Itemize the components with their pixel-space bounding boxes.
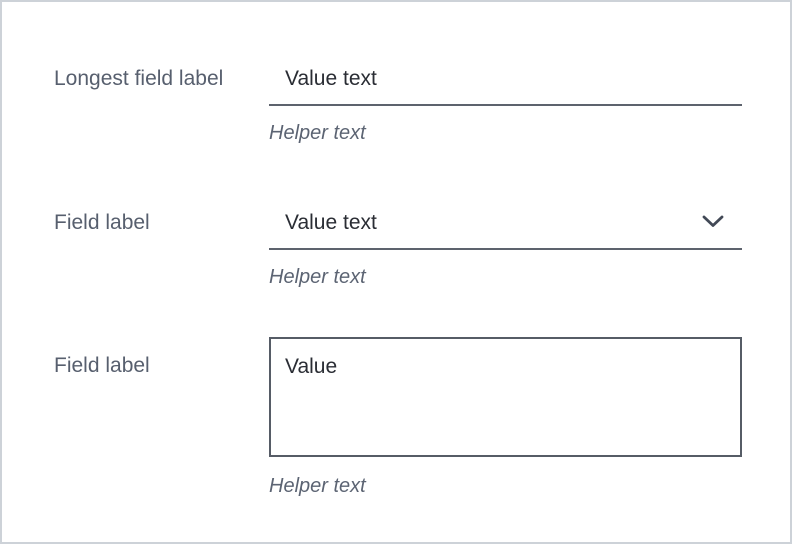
chevron-down-icon <box>702 215 724 227</box>
select-input[interactable]: Value text <box>269 209 742 250</box>
helper-text: Helper text <box>269 266 366 288</box>
field-label: Longest field label <box>54 67 224 90</box>
text-input-value: Value text <box>285 67 377 90</box>
helper-text: Helper text <box>269 475 366 497</box>
textarea-input[interactable]: Value <box>269 337 742 457</box>
text-input[interactable]: Value text <box>269 65 742 106</box>
field-control: Value text Helper text <box>269 65 742 146</box>
select-value: Value text <box>285 211 377 234</box>
textarea-value: Value <box>285 355 338 378</box>
field-label: Field label <box>54 354 150 377</box>
helper-text: Helper text <box>269 122 366 144</box>
form-field-row-textarea: Field label Value Helper text <box>54 337 742 499</box>
field-control: Value text Helper text <box>269 209 742 290</box>
field-control: Value Helper text <box>269 337 742 499</box>
field-label: Field label <box>54 211 150 234</box>
form-field-row-select: Field label Value text Helper text <box>54 209 742 290</box>
form-field-row-text: Longest field label Value text Helper te… <box>54 65 742 146</box>
